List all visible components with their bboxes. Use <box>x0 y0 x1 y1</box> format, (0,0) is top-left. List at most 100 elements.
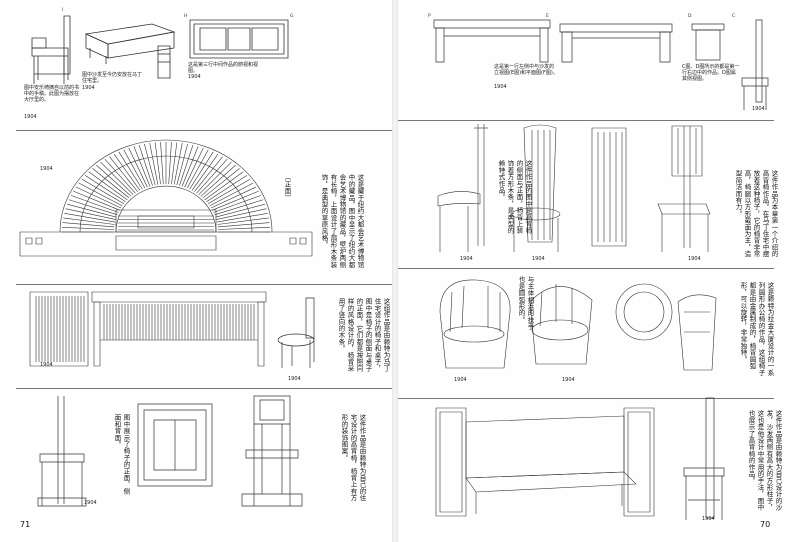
section2-body-b: 与主体相连的扶手也是圆弧形的。 <box>517 276 534 330</box>
section1-body-b: 这件作品的图中是高背椅的侧面与正面，椅背上装饰着方形木条，是典型的赖特式作品。 <box>497 160 532 234</box>
page-number: 71 <box>20 520 31 529</box>
section2-body: 这是赖特为拉金大厦设计的一系列圆形办公椅的作品，这组椅子都是由金属制成的，椅背圆… <box>739 282 774 376</box>
arch-ray <box>101 162 134 195</box>
page-number: 70 <box>760 520 771 529</box>
arch-ray <box>210 183 254 206</box>
arch-ray <box>85 175 125 201</box>
arch-ray <box>194 157 222 192</box>
section3-body: 这件作品是由赖特为自己设计的沙发，沙发两侧有高大的方形柱子，这也是他设计中常用的… <box>747 410 782 511</box>
year-label: 1904 <box>24 114 37 120</box>
side-table-drawing <box>690 22 726 62</box>
right-page: P E 这是第一行左侧中与沙发的立视图(E图)和平面图(F图)。 1904 D … <box>398 0 790 542</box>
desk-caption: 这是第一行左侧中与沙发的立视图(E图)和平面图(F图)。 <box>494 64 558 76</box>
arch-ray <box>155 142 160 184</box>
arch-ray <box>63 218 114 225</box>
arch-ray <box>114 154 140 190</box>
year-label: 1904 <box>688 256 701 262</box>
arch-ray <box>177 144 188 185</box>
section3-body-b: 图中展示了椅子的正面、侧面和背面。 <box>113 414 130 495</box>
arch-ray <box>109 157 137 192</box>
year-label: 1904 <box>454 377 467 383</box>
arch-ray <box>192 154 218 190</box>
high-back-chairs-row <box>428 122 728 258</box>
bench-slats <box>36 296 84 362</box>
arch-ray <box>134 146 150 186</box>
section2-body: 这组作品是由赖特为马丁住宅设计的椅子和桌子，图中是椅子的侧面与桌子的正面，它们都… <box>337 298 390 372</box>
tall-chair-side-drawing <box>240 394 304 510</box>
section1-body: 这是藏于纽约大都会艺术博物馆中的藏品。图中显示了纽约大都会艺术博物馆的藏品，壁炉… <box>320 174 364 268</box>
letter-label: I <box>62 8 64 13</box>
arch-ray <box>218 223 270 227</box>
year-label: 1904 <box>82 85 95 91</box>
year-label: 1904 <box>84 500 97 506</box>
chair-plan-drawing <box>134 400 216 490</box>
letter-label: C <box>732 14 736 19</box>
arch-ray <box>215 204 264 217</box>
divider-line <box>16 284 392 285</box>
arch-ray <box>139 145 152 186</box>
bench-slats <box>104 304 254 340</box>
arch-ray <box>197 159 228 193</box>
arch-ray <box>179 145 192 186</box>
letter-label: H <box>184 14 188 19</box>
arch-ray <box>64 213 115 222</box>
arch-ray <box>66 209 116 220</box>
arch-ray <box>89 172 128 200</box>
divider-line <box>398 120 774 121</box>
chair-caption: 图中安乐椅摘自以前的书中的手稿。此图为摆放在大厅里的。 <box>24 85 80 103</box>
year-label: 1904 <box>752 106 765 112</box>
bench-drawing <box>28 288 268 370</box>
arch-ray <box>187 150 208 188</box>
arch-ray <box>124 150 145 188</box>
high-back-chair-drawing <box>738 18 774 112</box>
left-page: I 图中安乐椅摘自以前的书中的手稿。此图为摆放在大厅里的。 1904 图中沙发至… <box>0 0 392 542</box>
arch-ray <box>105 159 136 193</box>
letter-label: D <box>688 14 692 19</box>
letter-label: G <box>290 14 294 19</box>
arch-ray <box>63 223 115 227</box>
letter-label: E <box>546 14 549 19</box>
arch-ray <box>73 191 119 210</box>
arch-ray <box>216 209 266 220</box>
arch-rays <box>62 142 270 232</box>
arch-ray <box>211 187 256 208</box>
year-label: 1904 <box>562 377 575 383</box>
section3-body: 这件作品是由赖特为自己的住宅设计的高背椅，椅背上有方形的装饰图案。 <box>340 414 366 502</box>
arch-ray <box>205 172 244 200</box>
desk-plan-drawing <box>558 22 674 64</box>
barrel-chairs-row <box>432 272 722 382</box>
arch-ray <box>67 204 116 217</box>
arch-ray <box>79 183 123 206</box>
arch-ray <box>206 175 246 201</box>
arch-ray <box>201 165 236 196</box>
arch-ray <box>129 148 148 187</box>
arch-ray <box>96 165 131 196</box>
side-chair-drawing <box>276 296 322 370</box>
arch-ray <box>76 187 121 208</box>
sofa-caption: 图中沙发至今仍安放在马丁住宅里。 <box>82 72 143 84</box>
letter-label: P <box>428 14 431 19</box>
section1-label: 〔正面〕 <box>283 174 291 201</box>
arch-ray <box>218 227 270 229</box>
year-label: 1904 <box>188 74 201 80</box>
arch-ray <box>62 227 114 229</box>
cabinet-caption: 这是第三行中间作品的俯视和视图。 <box>188 62 259 74</box>
arch-ray <box>71 195 119 212</box>
tall-chair-front-drawing <box>34 394 90 510</box>
year-label: 1904 <box>494 84 507 90</box>
arch-ray <box>217 218 268 225</box>
arch-ray <box>169 142 172 184</box>
arch-ray <box>144 144 155 185</box>
tall-chair-drawing <box>678 396 734 524</box>
armchair-drawing <box>28 14 74 86</box>
arch-ray <box>190 152 214 189</box>
settle-sofa-drawing <box>432 402 672 520</box>
sofa-drawing <box>82 18 178 84</box>
year-label: 1904 <box>40 362 53 368</box>
desk-elevation-drawing <box>432 18 552 64</box>
arch-ray <box>150 143 158 184</box>
divider-line <box>16 130 392 131</box>
fireplace-arch-drawing <box>20 136 312 260</box>
arch-ray <box>185 148 204 187</box>
arch-ray <box>208 179 250 204</box>
